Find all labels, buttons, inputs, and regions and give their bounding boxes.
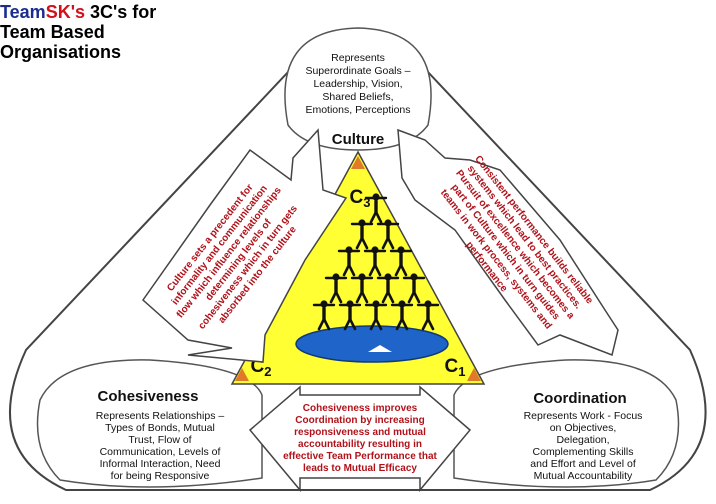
figure-icon xyxy=(324,273,348,304)
c1-vertex-marker xyxy=(467,368,481,381)
coordination-description: Represents Work - Focus on Objectives, D… xyxy=(524,410,643,482)
arrow-bottom-line: effective Team Performance that xyxy=(283,451,437,462)
coordination-desc-line: Complementing Skills xyxy=(533,446,634,458)
culture-heading: Culture xyxy=(332,131,385,148)
arrow-bottom-line: Cohesiveness improves xyxy=(303,403,418,414)
arrow-bottom-line: Coordination by increasing xyxy=(295,415,424,426)
brand-sk: SK's xyxy=(45,2,85,22)
culture-description: Represents Superordinate Goals – Leaders… xyxy=(305,52,410,116)
cohesiveness-desc-line: Represents Relationships – xyxy=(96,410,225,422)
coordination-desc-line: Mutual Accountability xyxy=(534,470,633,482)
arrow-bottom-line: leads to Mutual Efficacy xyxy=(303,463,417,474)
figure-icon xyxy=(402,273,426,304)
culture-desc-line: Superordinate Goals – xyxy=(305,65,410,77)
platform-arrow-mark xyxy=(368,345,392,352)
coordination-desc-line: Represents Work - Focus xyxy=(524,410,643,422)
cohesiveness-desc-line: Trust, Flow of xyxy=(128,434,191,446)
coordination-heading: Coordination xyxy=(533,390,626,407)
title-line-1: TeamSK's 3C's for xyxy=(0,2,156,22)
cohesiveness-heading: Cohesiveness xyxy=(98,388,199,405)
figure-icon xyxy=(363,246,387,277)
figure-icon xyxy=(376,219,400,250)
coordination-lobe xyxy=(453,359,680,488)
c2-vertex-marker xyxy=(235,368,249,381)
arrow-coordination-to-culture xyxy=(397,128,619,357)
cohesiveness-description: Represents Relationships – Types of Bond… xyxy=(96,410,225,482)
figure-icon xyxy=(364,300,388,331)
c3-vertex-marker xyxy=(351,156,365,169)
coordination-desc-line: on Objectives, xyxy=(550,422,617,434)
culture-desc-line: Leadership, Vision, xyxy=(313,78,402,90)
figure-icon xyxy=(389,246,413,277)
figure-icon xyxy=(350,219,374,250)
figure-icon xyxy=(364,193,388,224)
cohesiveness-desc-line: Types of Bonds, Mutual xyxy=(105,422,215,434)
figure-icon xyxy=(416,300,440,331)
arrow-bottom-line: accountability resulting in xyxy=(298,439,422,450)
c1-label: C1 xyxy=(445,356,466,379)
cohesiveness-desc-line: Informal Interaction, Need xyxy=(100,458,221,470)
culture-desc-line: Emotions, Perceptions xyxy=(305,104,410,116)
cohesiveness-lobe xyxy=(36,359,263,488)
coordination-desc-line: and Effort and Level of xyxy=(530,458,636,470)
figure-icon xyxy=(390,300,414,331)
brand-team: Team xyxy=(0,2,46,22)
arrow-cohesiveness-to-coordination-text: Cohesiveness improves Coordination by in… xyxy=(283,403,437,474)
arrow-bottom-line: responsiveness and mutual xyxy=(294,427,426,438)
arrow-culture-to-cohesiveness xyxy=(142,128,348,363)
figure-icon xyxy=(338,300,362,331)
diagram-title: TeamSK's 3C's for Team Based Organisatio… xyxy=(0,2,156,62)
culture-lobe xyxy=(284,27,432,151)
figure-icon xyxy=(337,246,361,277)
figure-icon xyxy=(350,273,374,304)
pyramid-platform xyxy=(295,325,449,363)
coordination-desc-line: Delegation, xyxy=(556,434,609,446)
arrow-cohesiveness-to-coordination xyxy=(248,385,472,493)
title-line-3: Organisations xyxy=(0,42,122,62)
c3-label: C3 xyxy=(350,187,371,210)
cohesiveness-desc-line: Communication, Levels of xyxy=(100,446,221,458)
title-line-1-rest: 3C's for xyxy=(84,2,157,22)
culture-desc-line: Represents xyxy=(331,52,385,64)
figure-icon xyxy=(312,300,336,331)
cohesiveness-desc-line: for being Responsive xyxy=(111,470,210,482)
human-pyramid xyxy=(312,193,440,331)
culture-desc-line: Shared Beliefs, xyxy=(322,91,393,103)
title-line-2: Team Based xyxy=(0,22,105,42)
figure-icon xyxy=(376,273,400,304)
